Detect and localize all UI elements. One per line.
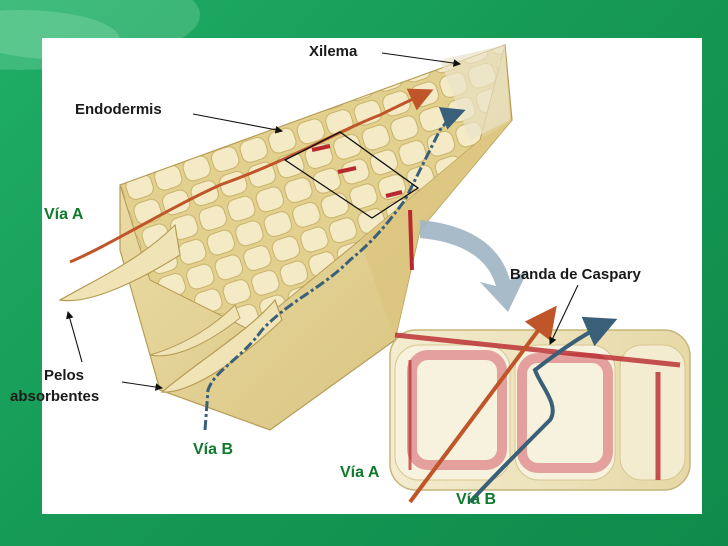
xylem-region <box>440 45 510 140</box>
root-hairs <box>58 223 283 393</box>
via-b-label-bottom: Vía B <box>456 491 497 508</box>
banda-caspary-label: Banda de Caspary <box>510 266 641 283</box>
via-a-label-bottom: Vía A <box>340 464 380 481</box>
zoom-box <box>283 131 420 219</box>
pathway-a-zoom <box>408 305 557 504</box>
via-b-label-left: Vía B <box>193 441 234 458</box>
endodermis-label: Endodermis <box>75 101 162 118</box>
xilema-label: Xilema <box>309 43 358 60</box>
via-a-label-left: Vía A <box>44 206 84 223</box>
zoom-arrow <box>420 220 528 312</box>
pathway-a-line <box>69 88 434 264</box>
pathway-b-line <box>203 107 466 431</box>
pathway-b-zoom <box>468 316 618 504</box>
casparian-band-marks <box>311 144 414 271</box>
leader-lines <box>66 52 579 391</box>
pelos-label-line1: Pelos <box>44 367 85 384</box>
pelos-label-line2: absorbentes <box>10 388 100 405</box>
zoomed-endodermis-cells <box>389 329 691 491</box>
